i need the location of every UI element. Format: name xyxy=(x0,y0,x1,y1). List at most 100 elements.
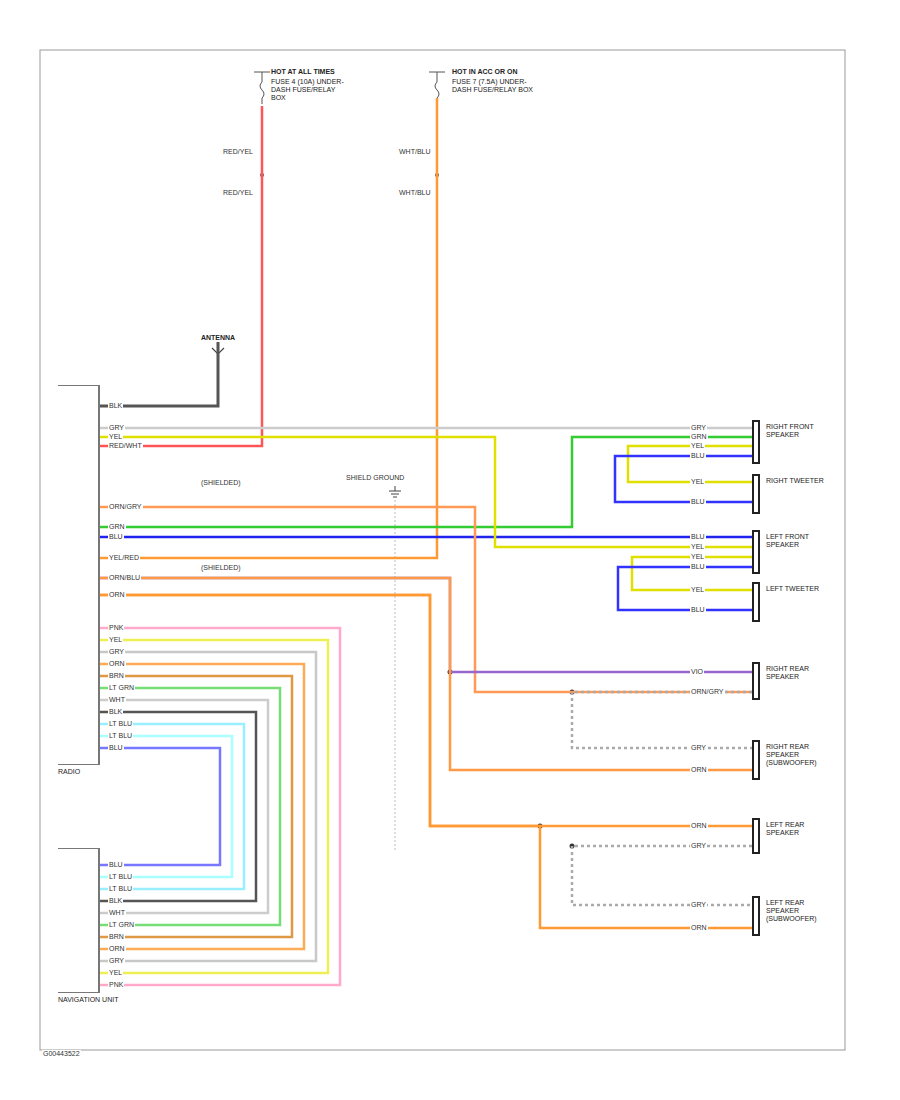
wire xyxy=(100,98,437,558)
wire-label: BLK xyxy=(108,897,123,905)
component-name: LEFT REAR SPEAKER (SUBWOOFER) xyxy=(766,899,838,923)
wire-label: BRN xyxy=(108,933,125,941)
wire-label: (SHIELDED) xyxy=(200,564,242,572)
wire-label: BLU xyxy=(108,861,124,869)
wire xyxy=(100,595,752,826)
wire-label: GRY xyxy=(690,842,707,850)
wire-label: ORN xyxy=(108,591,126,599)
wire xyxy=(100,106,262,446)
wire xyxy=(100,688,280,925)
wire-label: BLU xyxy=(108,744,124,752)
wire-label: GRN xyxy=(690,433,708,441)
wire-label: BLU xyxy=(690,563,706,571)
wire-label: BLU xyxy=(690,533,706,541)
wire xyxy=(628,446,752,482)
wire-label: ORN/BLU xyxy=(108,574,141,582)
wire-label: RED/WHT xyxy=(108,442,143,450)
wire-label: ORN xyxy=(690,924,708,932)
wire xyxy=(615,456,752,502)
wire-label: YEL xyxy=(108,433,123,441)
wire xyxy=(100,676,292,937)
wire-label: BLU xyxy=(690,452,706,460)
ground-symbol xyxy=(389,486,401,497)
wire-label: YEL xyxy=(690,543,705,551)
wire-label: BLK xyxy=(108,708,123,716)
wire-label: SHIELD GROUND xyxy=(345,474,405,482)
antenna: ANTENNA xyxy=(196,334,240,342)
component-name: NAVIGATION UNIT xyxy=(58,996,118,1004)
wire-label: PNK xyxy=(108,981,124,989)
wire-label: GRY xyxy=(690,424,707,432)
wire-label: GRY xyxy=(108,648,125,656)
speaker-symbol: LEFT FRONT SPEAKER xyxy=(752,530,760,574)
wire xyxy=(100,724,244,889)
component-name: RIGHT REAR SPEAKER (SUBWOOFER) xyxy=(766,743,838,767)
fuse-source: HOT AT ALL TIMES FUSE 4 (10A) UNDER-DASH … xyxy=(237,66,349,106)
wire xyxy=(100,748,220,865)
wire xyxy=(100,736,232,877)
wire-label: ORN xyxy=(690,822,708,830)
wire-label: PNK xyxy=(108,624,124,632)
component-name: LEFT TWEETER xyxy=(766,585,838,593)
wire-label: WHT xyxy=(108,696,126,704)
wire xyxy=(572,846,752,905)
wire xyxy=(100,437,752,527)
fuse-symbol xyxy=(254,72,270,104)
wire xyxy=(100,342,218,406)
wire xyxy=(100,578,752,672)
wire-label: ORN xyxy=(108,660,126,668)
wire-label: YEL xyxy=(690,553,705,561)
component-name: LEFT REAR SPEAKER xyxy=(766,821,838,837)
component-name: LEFT FRONT SPEAKER xyxy=(766,533,838,549)
wire-label: GRY xyxy=(108,424,125,432)
wire xyxy=(618,567,752,610)
wire-label: RED/YEL xyxy=(222,148,254,156)
wire-label: GRY xyxy=(108,957,125,965)
component-name: RADIO xyxy=(58,768,80,776)
wire-label: LT GRN xyxy=(108,684,135,692)
component-detail: FUSE 4 (10A) UNDER-DASH FUSE/RELAY BOX xyxy=(271,78,347,102)
wire-label: LT BLU xyxy=(108,873,133,881)
wire xyxy=(100,437,752,547)
wire xyxy=(100,712,256,901)
wire-label: GRY xyxy=(690,744,707,752)
wire-label: GRY xyxy=(690,901,707,909)
shield-line xyxy=(395,500,396,850)
wire-label: BRN xyxy=(108,672,125,680)
wire-label: LT BLU xyxy=(108,732,133,740)
wire-label: ORN/GRY xyxy=(690,688,725,696)
wire xyxy=(572,692,752,748)
fuse-source: HOT IN ACC OR ONFUSE 7 (7.5A) UNDER-DASH… xyxy=(418,66,536,98)
diagram-frame xyxy=(40,50,845,1050)
wire xyxy=(100,578,752,770)
wire-label: BLU xyxy=(690,606,706,614)
wire-label: ORN xyxy=(690,766,708,774)
wire xyxy=(100,640,328,973)
radio-connector: RADIO xyxy=(58,385,100,765)
component-name: RIGHT TWEETER xyxy=(766,477,838,485)
component-name: HOT AT ALL TIMES xyxy=(271,68,347,76)
wire-label: YEL xyxy=(690,478,705,486)
wire-label: WHT/BLU xyxy=(398,148,432,156)
wire-label: WHT xyxy=(108,909,126,917)
component-name: HOT IN ACC OR ON xyxy=(452,68,534,76)
speaker-symbol: LEFT REAR SPEAKER xyxy=(752,818,760,854)
wire xyxy=(100,652,316,961)
wire xyxy=(100,536,752,539)
wire-label: WHT/BLU xyxy=(398,189,432,197)
wire-label: YEL xyxy=(108,636,123,644)
wire-label: (SHIELDED) xyxy=(200,479,242,487)
wire-label: BLU xyxy=(690,498,706,506)
wire-label: RED/YEL xyxy=(222,189,254,197)
wire xyxy=(100,628,340,985)
speaker-symbol: RIGHT TWEETER xyxy=(752,474,760,514)
wire-label: LT BLU xyxy=(108,720,133,728)
wire-label: YEL/RED xyxy=(108,554,140,562)
wire-label: YEL xyxy=(690,586,705,594)
component-name: ANTENNA xyxy=(196,334,240,342)
